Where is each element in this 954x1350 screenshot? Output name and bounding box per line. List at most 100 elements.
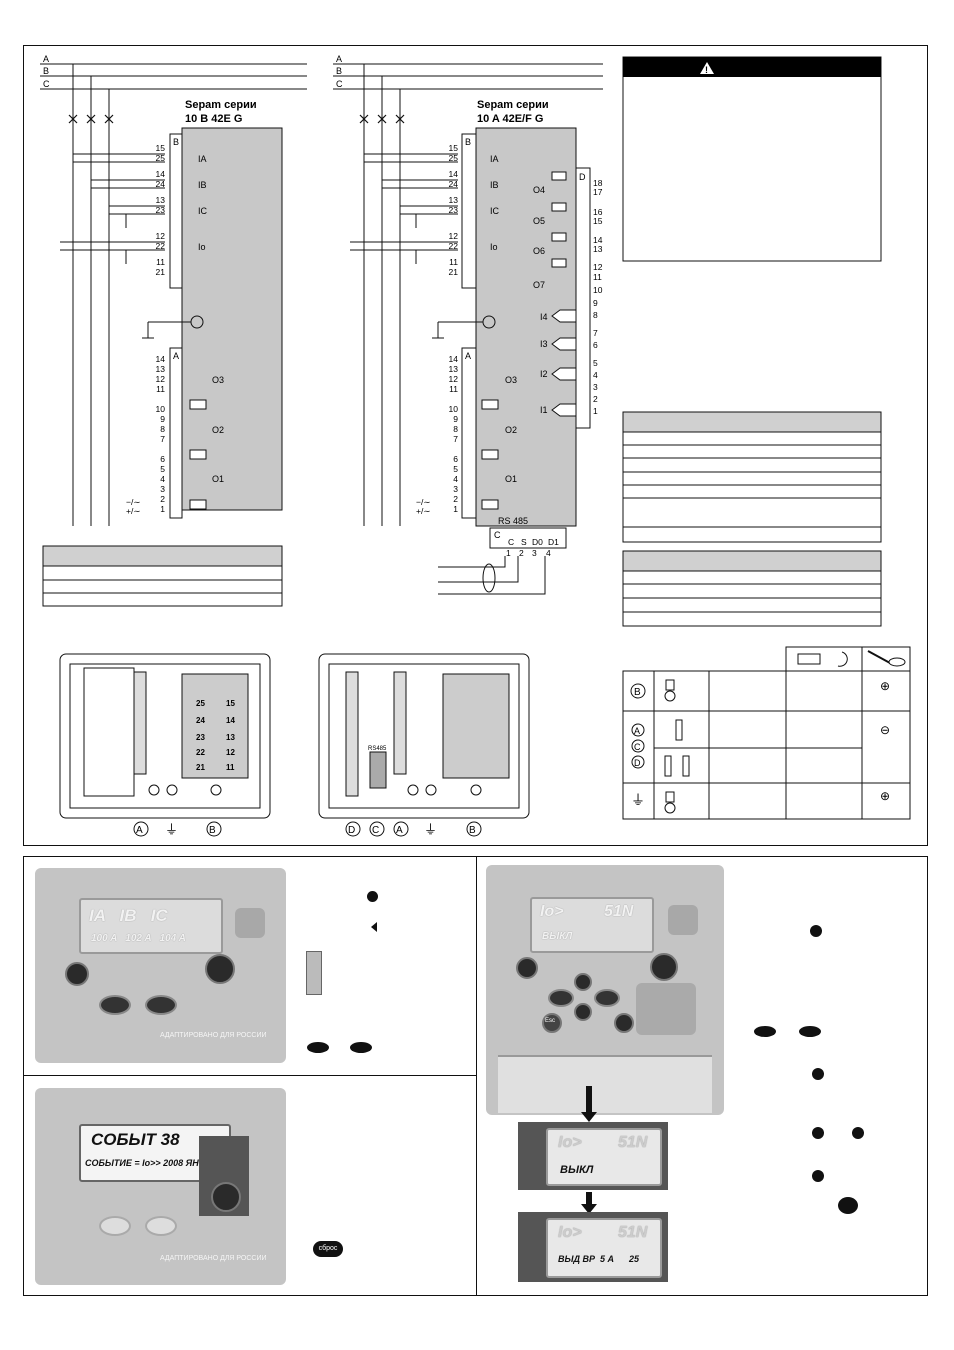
tool-row-label: C (634, 742, 641, 752)
terminal: 23 (449, 205, 459, 215)
right-ct-ib: IB (490, 180, 499, 190)
device-panel-2: СОБЫТ 38 СОБЫТИЕ = Io>> 2008 ЯН АДАПТИРО… (35, 1088, 286, 1285)
block-number: 24 (196, 716, 205, 725)
panel3-reset-button[interactable] (650, 953, 678, 981)
top-section-frame (23, 45, 928, 846)
panel3-right-button[interactable] (594, 989, 620, 1007)
rear-label: A (136, 825, 143, 836)
panel2-reset-button[interactable] (211, 1182, 241, 1212)
terminal: 15 (593, 216, 603, 226)
screwdriver-icon (867, 650, 906, 667)
right-supply-minus: −/∼ (416, 497, 430, 507)
terminal: 8 (160, 424, 165, 434)
left-supply-minus: −/∼ (126, 497, 140, 507)
left-out-o1: O1 (212, 474, 224, 484)
rs-pin-number: 2 (519, 548, 524, 558)
left-module-b: B (173, 137, 179, 147)
terminal: 13 (593, 244, 603, 254)
right-out-o2: O2 (505, 425, 517, 435)
terminal: 6 (593, 340, 598, 350)
panel3-lower-cover (498, 1055, 712, 1113)
right-ground-icon (432, 315, 496, 339)
right-phase-b: B (336, 66, 342, 76)
terminal: 9 (593, 298, 598, 308)
terminal: 13 (449, 195, 459, 205)
tool-row-label: B (634, 687, 641, 698)
screw-icon (797, 651, 848, 667)
panel2-left-button[interactable] (99, 1216, 131, 1236)
block-number: 25 (196, 699, 205, 708)
plus-symbol: ⊕ (880, 679, 890, 693)
terminal: 4 (593, 370, 598, 380)
panel3-minus-button[interactable] (574, 1003, 592, 1021)
panel3-left-button[interactable] (548, 989, 574, 1007)
terminal: 12 (593, 262, 603, 272)
block-number: 14 (226, 716, 235, 725)
right-module-d: D (579, 172, 586, 182)
arrow-down-1-icon (586, 1086, 592, 1116)
terminal: 24 (156, 179, 166, 189)
block-number: 22 (196, 748, 205, 757)
tool-row-label: A (634, 726, 640, 736)
block-number: 23 (196, 733, 205, 742)
module-c-label: C (494, 530, 501, 540)
zoom2-sub: ВЫД ВР 5 А 25 (558, 1254, 640, 1264)
menu-icons-strip (306, 951, 322, 995)
panel1-right-button[interactable] (145, 995, 177, 1015)
left-phase-a: A (43, 54, 49, 64)
panel3-logo-icon (668, 905, 698, 935)
left-title-1: Sepam серии (185, 99, 257, 111)
rear-label: A (396, 825, 403, 836)
enter-circle-icon-2 (812, 1170, 824, 1182)
terminal: 4 (160, 474, 165, 484)
terminal: 11 (156, 384, 165, 394)
panel1-down-button[interactable] (65, 962, 89, 986)
left-table (42, 545, 283, 607)
panel3-lcd-right: 51N (604, 903, 634, 920)
terminal: 22 (156, 241, 166, 251)
panel3-slot (636, 983, 696, 1035)
plus-symbol: ⊕ (880, 789, 890, 803)
panel3-lcd-zoom-2: Io> 51N ВЫД ВР 5 А 25 (518, 1212, 668, 1282)
terminal: 14 (593, 235, 603, 245)
rear-label: B (209, 825, 216, 836)
rs-pin-number: 3 (532, 548, 537, 558)
arrow-down-2-icon (586, 1192, 592, 1206)
left-oval-icon (307, 1042, 329, 1053)
d-out-o4: O4 (533, 185, 545, 195)
terminal: 12 (156, 231, 166, 241)
rear-label: C (372, 825, 379, 836)
panel1-left-button[interactable] (99, 995, 131, 1015)
panel3-plus-button[interactable] (574, 973, 592, 991)
panel3-enter-button[interactable] (614, 1013, 634, 1033)
bottom-section-frame (23, 856, 928, 1296)
terminal: 14 (156, 354, 166, 364)
terminal: 3 (160, 484, 165, 494)
panel3-down-button[interactable] (516, 957, 538, 979)
terminal: 10 (593, 285, 603, 295)
right-phase-c: C (336, 79, 343, 89)
rs485-label: RS 485 (498, 516, 528, 526)
rear-view-right (318, 653, 530, 819)
terminal: 25 (156, 153, 166, 163)
enter-circle-icon (812, 1068, 824, 1080)
terminal: 12 (449, 231, 459, 241)
right-supply-plus: +/∼ (416, 506, 430, 516)
tool-row-label: D (634, 758, 641, 768)
panel1-reset-button[interactable] (205, 954, 235, 984)
left-supply-plus: +/∼ (126, 506, 140, 516)
rear-label: ⏚ (165, 822, 178, 837)
terminal: 15 (449, 143, 459, 153)
rs-pin: C (508, 537, 514, 547)
panel1-lcd-sub: 100 A 102 A 104 A (91, 933, 186, 944)
terminal: 6 (160, 454, 165, 464)
panel3-lcd-left: Io> (540, 903, 564, 920)
panel2-right-button[interactable] (145, 1216, 177, 1236)
terminal: 11 (156, 257, 165, 267)
arrow-down-2-head-icon (581, 1204, 597, 1214)
zoom1-right: 51N (618, 1134, 648, 1151)
terminal: 22 (449, 241, 459, 251)
terminal: 14 (449, 169, 459, 179)
panel3-esc-button[interactable]: Esc (542, 1013, 562, 1033)
right-table-2 (622, 550, 882, 627)
